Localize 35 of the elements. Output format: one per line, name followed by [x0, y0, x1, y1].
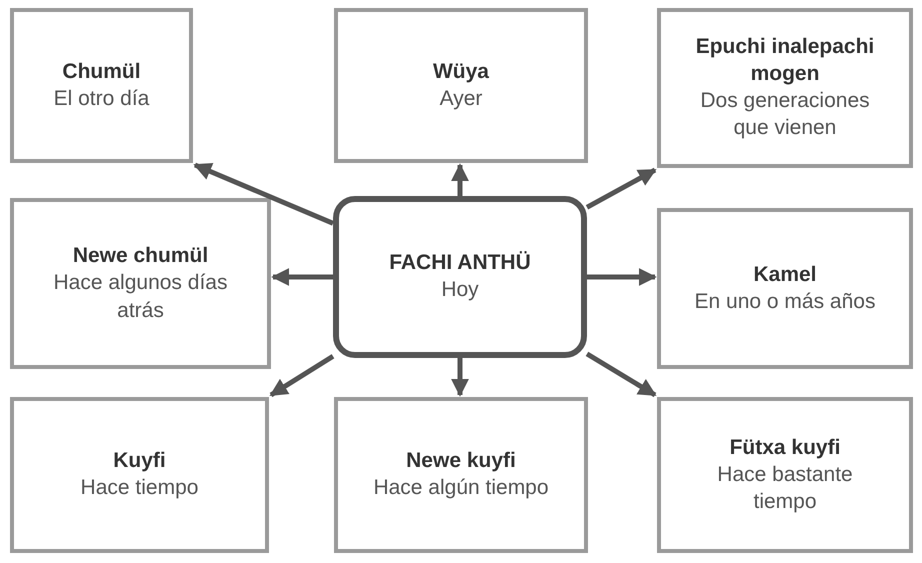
time-box — [657, 8, 913, 168]
arrow — [586, 352, 657, 398]
box-heading: FACHI ANTHÜ — [389, 250, 531, 276]
box-heading: Kuyfi — [113, 448, 166, 474]
box-text: Hace tiempo — [80, 475, 198, 502]
box-text: Dos generaciones que vienen — [699, 88, 871, 142]
box-heading: Chumül — [62, 58, 141, 85]
box-heading: Newe kuyfi — [406, 448, 516, 474]
box-text: En uno o más años — [694, 288, 876, 315]
time-box — [334, 8, 588, 163]
time-box — [10, 397, 269, 553]
box-heading: Kamel — [753, 262, 817, 288]
box-heading: Wüya — [432, 58, 489, 85]
box-text: Hace algún tiempo — [373, 475, 549, 502]
arrow — [271, 268, 333, 286]
box-heading: Epuchi inalepachi mogen — [694, 34, 876, 87]
arrow — [451, 163, 469, 196]
box-text: Hace bastante tiempo — [716, 462, 854, 516]
time-box — [657, 208, 913, 369]
box-text: Hace algunos días atrás — [52, 270, 228, 324]
time-box — [10, 8, 193, 163]
box-text: Hoy — [441, 277, 479, 304]
box-text: Ayer — [440, 86, 482, 112]
arrow — [451, 358, 469, 397]
time-box — [334, 397, 588, 553]
time-box — [10, 198, 271, 369]
time-box — [657, 397, 913, 553]
arrow — [586, 168, 657, 210]
arrow — [587, 268, 657, 286]
arrow — [193, 162, 334, 226]
box-heading: Newe chumül — [72, 243, 208, 270]
box-heading: Fütxa kuyfi — [730, 434, 840, 461]
arrow — [269, 354, 334, 398]
box-text: El otro día — [54, 86, 150, 112]
center-box — [333, 196, 587, 358]
